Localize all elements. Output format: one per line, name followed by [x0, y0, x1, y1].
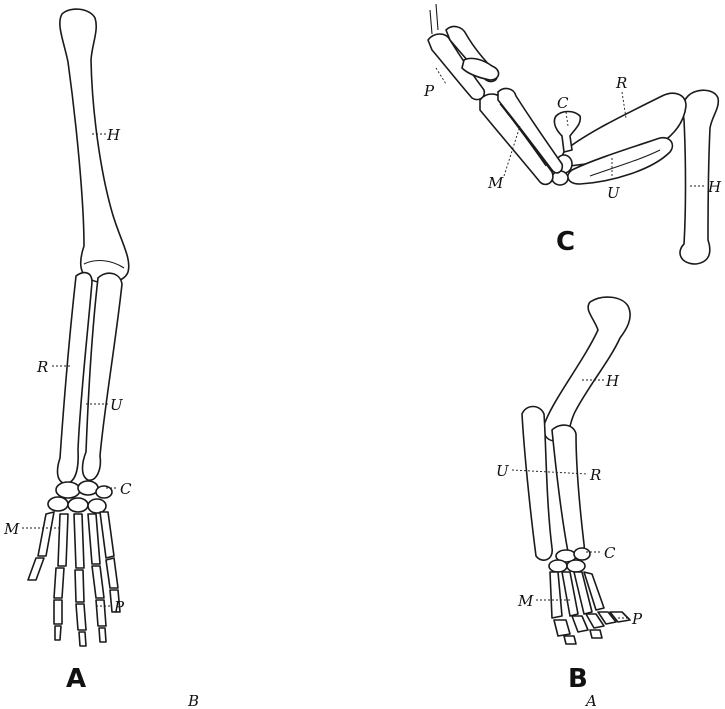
- panel-b-metacarpals: [550, 572, 604, 618]
- panel-letter-c: C: [556, 227, 575, 257]
- panel-b-label-phalanges: P: [631, 610, 643, 628]
- panel-b-humerus: [544, 297, 630, 441]
- panel-a-label-phalanges: P: [113, 598, 125, 616]
- caption-left: B: [187, 692, 199, 709]
- panel-a-metacarpals: [38, 512, 114, 568]
- panel-a-humerus: [60, 9, 129, 283]
- panel-a-label-radius: R: [36, 358, 48, 376]
- caption-right: A: [584, 692, 597, 709]
- panel-a-label-metacarpus: M: [3, 520, 20, 538]
- panel-a-phalanges: [28, 558, 120, 646]
- panel-c-label-metacarpus: M: [487, 174, 504, 192]
- panel-c-label-carpus: C: [557, 94, 569, 112]
- panel-a-carpals: [48, 481, 112, 513]
- panel-b-label-radius: R: [589, 466, 601, 484]
- panel-c-phalanges: [428, 4, 499, 100]
- panel-a-label-carpus: C: [120, 480, 132, 498]
- panel-c-label-humerus: H: [707, 178, 722, 196]
- panel-b-label-humerus: H: [605, 372, 620, 390]
- panel-a-label-humerus: H: [106, 126, 121, 144]
- panel-b-radius: [552, 425, 584, 556]
- panel-b-label-carpus: C: [604, 544, 616, 562]
- panel-letter-b: B: [568, 664, 588, 694]
- panel-b-phalanges: [554, 612, 630, 644]
- panel-c-metacarpals: [480, 89, 562, 185]
- panel-c-label-phalanges: P: [423, 82, 435, 100]
- panel-b-label-metacarpus: M: [517, 592, 534, 610]
- panel-c-label-ulna: U: [607, 184, 621, 202]
- panel-a-label-ulna: U: [110, 396, 124, 414]
- panel-letter-a: A: [66, 664, 86, 694]
- panel-c-label-radius: R: [615, 74, 627, 92]
- panel-b-carpals: [549, 548, 590, 572]
- panel-a-skeleton: [28, 9, 129, 646]
- panel-c-skeleton: [428, 4, 718, 264]
- panel-b-skeleton: [522, 297, 630, 644]
- panel-b-label-ulna: U: [496, 462, 510, 480]
